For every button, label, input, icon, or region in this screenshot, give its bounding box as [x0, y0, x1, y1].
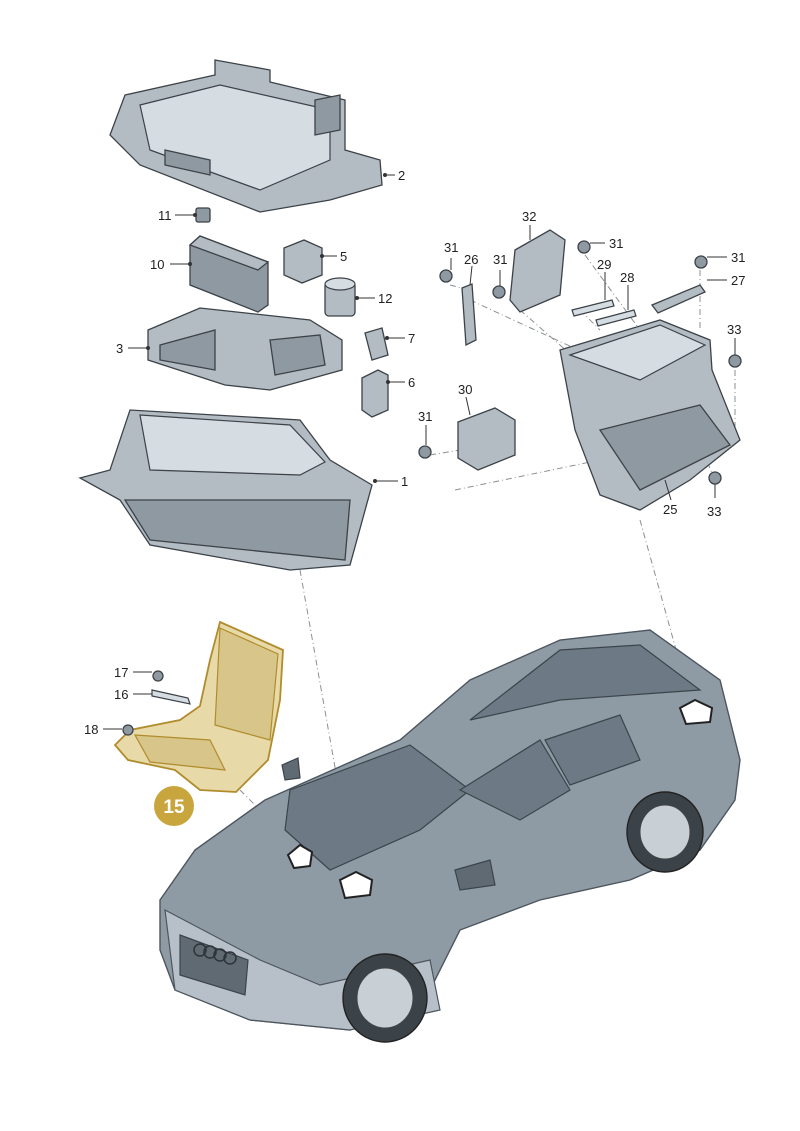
label-30: 30: [458, 382, 472, 397]
relay-part: [283, 239, 323, 284]
front-wheel: [342, 953, 428, 1043]
label-12: 12: [378, 291, 392, 306]
label-18: 18: [84, 722, 98, 737]
capacitor-part: [324, 277, 356, 317]
label-31-e: 31: [418, 409, 432, 424]
label-28: 28: [620, 270, 634, 285]
location-marker-rear: [678, 698, 714, 726]
fuse-small-part: [195, 207, 211, 223]
car-illustration: [159, 629, 741, 1043]
label-7: 7: [408, 331, 415, 346]
clip-part: [361, 369, 389, 418]
label-17: 17: [114, 665, 128, 680]
relay-block-part: [188, 235, 270, 313]
fuse-box-parts: [418, 229, 742, 511]
label-32: 32: [522, 209, 536, 224]
rear-wheel: [626, 791, 704, 873]
label-27: 27: [731, 273, 745, 288]
housing-part: [78, 409, 373, 571]
label-31-a: 31: [444, 240, 458, 255]
badge-15-text: 15: [163, 797, 185, 818]
label-3: 3: [116, 341, 123, 356]
label-2: 2: [398, 168, 405, 183]
carrier-part: [147, 307, 343, 391]
fuse-part: [364, 327, 389, 361]
label-33-b: 33: [707, 504, 721, 519]
label-31-c: 31: [609, 236, 623, 251]
cover-part: [109, 59, 383, 213]
label-11: 11: [158, 208, 172, 223]
label-1: 1: [401, 474, 408, 489]
label-31-b: 31: [493, 252, 507, 267]
label-31-d: 31: [731, 250, 745, 265]
label-26: 26: [464, 252, 478, 267]
label-5: 5: [340, 249, 347, 264]
leader-lines: [103, 173, 736, 730]
badge-15: 15: [154, 786, 194, 826]
highlighted-part-15: [113, 620, 284, 793]
location-marker-front: [286, 843, 314, 870]
part-labels: 2 11 10 5 12 3 7 6 1 31 26 31 32 31 29 2…: [84, 168, 745, 737]
label-6: 6: [408, 375, 415, 390]
label-10: 10: [150, 257, 164, 272]
label-16: 16: [114, 687, 128, 702]
location-marker-hood: [338, 870, 374, 900]
label-25: 25: [663, 502, 677, 517]
label-33-a: 33: [727, 322, 741, 337]
grille-logo: [193, 943, 237, 965]
label-29: 29: [597, 257, 611, 272]
